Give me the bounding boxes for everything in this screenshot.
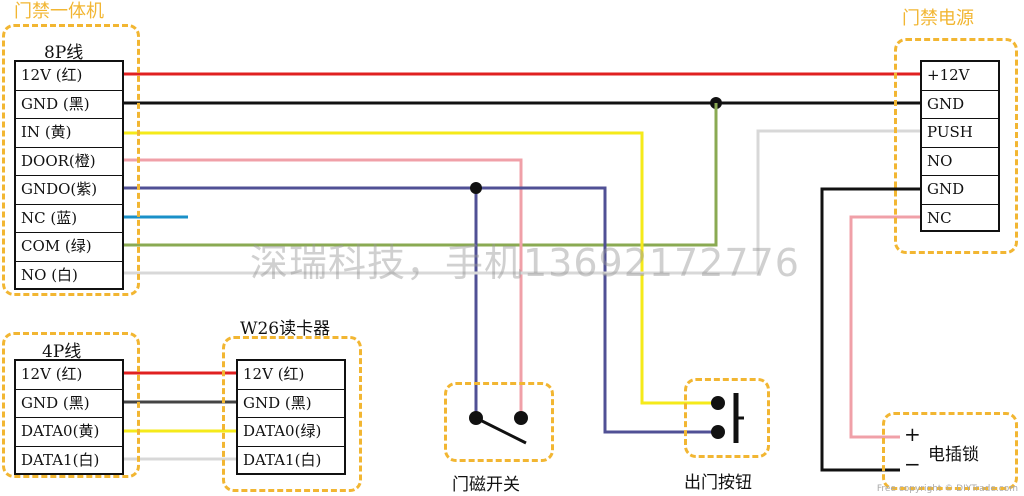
wire-door-pink	[124, 158, 523, 418]
power-terminal: +12V GND PUSH NO GND NC	[920, 60, 1000, 232]
watermark-text: 深瑞科技，手机13692172776	[250, 241, 800, 285]
exit-button-frame	[684, 378, 770, 458]
wire-com-green	[124, 103, 718, 247]
copyright-text: Free copyright © DIYTrade.com	[876, 484, 1018, 494]
pin-gnd: GND (黑)	[16, 91, 122, 119]
electric-lock-frame	[882, 412, 1018, 490]
lock-minus-sign: −	[904, 452, 921, 476]
pin-12v: 12V (红)	[238, 361, 344, 390]
wire-lock-gnd	[820, 187, 920, 472]
pin-plus12v: +12V	[922, 62, 998, 91]
pin-nc: NC	[927, 208, 952, 227]
door-sensor-frame	[444, 382, 554, 462]
pin-data0: DATA0(黄)	[16, 418, 122, 447]
exit-button-contact	[711, 425, 725, 439]
reader-title: W26读卡器	[240, 319, 331, 339]
pin-gnd: GND	[922, 91, 998, 119]
door-sensor-switch	[475, 416, 527, 445]
lock-plus-sign: +	[904, 422, 921, 446]
door-sensor-label: 门磁开关	[452, 475, 520, 495]
pin-data1: DATA1(白)	[243, 450, 322, 469]
controller-8p-frame	[2, 24, 140, 296]
controller-4p-terminal: 12V (红) GND (黑) DATA0(黄) DATA1(白)	[14, 359, 124, 475]
reader-terminal: 12V (红) GND (黑) DATA0(绿) DATA1(白)	[236, 359, 346, 475]
pin-12v: 12V (红)	[16, 62, 122, 91]
junction-dot	[470, 182, 482, 194]
pin-push: PUSH	[922, 119, 998, 148]
electric-lock-label: 电插锁	[928, 445, 979, 465]
power-frame	[894, 38, 1018, 254]
pin-nc: NC (蓝)	[16, 205, 122, 233]
controller-4p-frame	[2, 332, 140, 478]
pin-no: NO (白)	[21, 265, 78, 284]
pin-12v: 12V (红)	[16, 361, 122, 390]
pin-data0: DATA0(绿)	[238, 418, 344, 447]
pin-door: DOOR(橙)	[16, 148, 122, 176]
power-title: 门禁电源	[902, 8, 974, 29]
exit-button-label: 出门按钮	[684, 473, 752, 493]
pin-in: IN (黄)	[16, 119, 122, 148]
wire-gndo-purple	[124, 186, 718, 434]
wire-no-gray	[124, 129, 920, 275]
pin-no: NO	[922, 148, 998, 176]
pin-gndo: GNDO(紫)	[16, 176, 122, 205]
controller-title: 门禁一体机	[14, 1, 104, 22]
controller-8p-terminal: 12V (红) GND (黑) IN (黄) DOOR(橙) GNDO(紫) N…	[14, 60, 124, 290]
door-sensor-contact	[514, 411, 528, 425]
wire-in-yellow	[124, 131, 718, 405]
pin-gnd: GND (黑)	[16, 390, 122, 418]
four-pin-cable-label: 4P线	[42, 342, 82, 362]
exit-button-contact	[711, 396, 725, 410]
reader-frame	[222, 336, 362, 492]
pin-data1: DATA1(白)	[21, 450, 100, 469]
pin-com: COM (绿)	[16, 233, 122, 262]
wire-lock-nc	[849, 215, 920, 439]
pin-gnd: GND	[922, 176, 998, 205]
eight-pin-cable-label: 8P线	[44, 43, 84, 63]
pin-gnd: GND (黑)	[238, 390, 344, 418]
